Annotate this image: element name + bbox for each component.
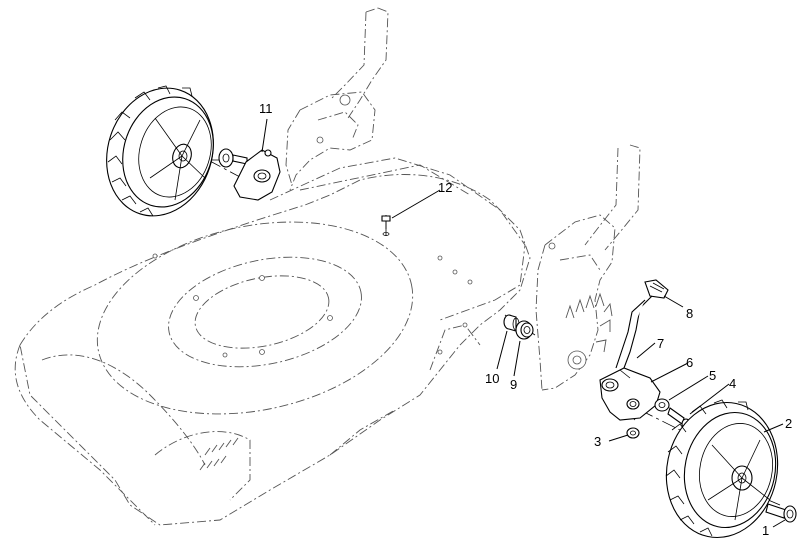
flat-washer	[654, 398, 670, 412]
callout-labels: 11 12 8 7 6 5 4 2 3 1 9 10	[259, 101, 792, 538]
pivot-bushing	[503, 314, 520, 332]
flange-nut	[515, 320, 534, 340]
hex-nut	[626, 427, 640, 439]
callout-1: 1	[762, 523, 769, 538]
wheel-bolt	[765, 503, 797, 523]
callout-leaders	[261, 118, 786, 528]
callout-7: 7	[657, 336, 664, 351]
callout-12: 12	[438, 180, 452, 195]
rear-wheel-pivot-bracket	[218, 148, 281, 201]
callout-8: 8	[686, 306, 693, 321]
callout-11: 11	[259, 101, 273, 116]
callout-2: 2	[785, 416, 792, 431]
callout-5: 5	[709, 368, 716, 383]
rear-handle-bracket-right	[535, 144, 641, 391]
rear-handle-bracket-left	[285, 7, 389, 191]
pivot-plate	[599, 367, 661, 421]
callout-3: 3	[594, 434, 601, 449]
mower-deck-outline	[14, 157, 531, 526]
rear-wheel-left	[106, 85, 214, 217]
callout-4: 4	[729, 376, 736, 391]
height-adjust-lever	[615, 279, 669, 369]
callout-9: 9	[510, 377, 517, 392]
callout-6: 6	[686, 355, 693, 370]
deck-fastener	[381, 215, 391, 236]
callout-10: 10	[485, 371, 499, 386]
front-wheel-right	[665, 399, 779, 539]
